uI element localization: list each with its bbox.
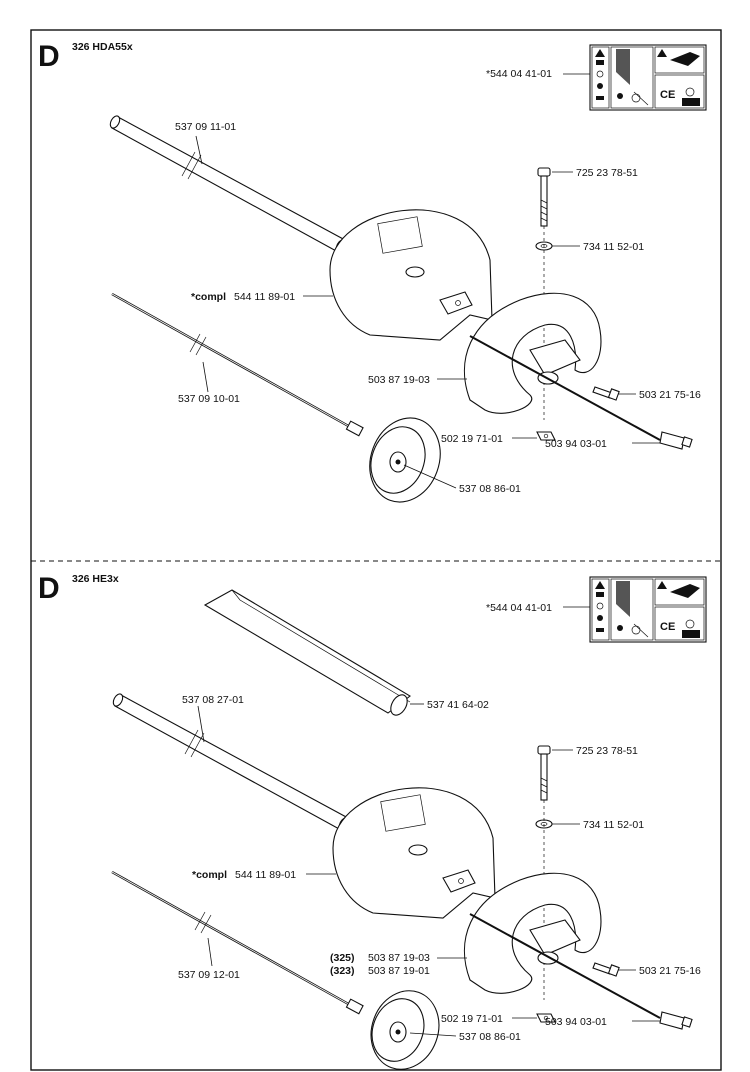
shaft-cover — [203, 589, 411, 716]
section-letter: D — [38, 40, 60, 73]
screw-2 — [592, 962, 620, 977]
label-guard-prefix: *compl — [191, 291, 226, 303]
label-handle-b: 503 87 19-01 — [368, 965, 430, 977]
svg-text:CE: CE — [660, 89, 675, 101]
label-decal-2: *544 04 41-01 — [486, 602, 552, 614]
label-hub: 537 08 86-01 — [459, 483, 521, 495]
label-nut: 502 19 71-01 — [441, 433, 503, 445]
label-shaft-2: 537 09 12-01 — [178, 969, 240, 981]
label-shaft: 537 09 10-01 — [178, 393, 240, 405]
gear-housing — [329, 209, 493, 341]
sheet-border — [30, 29, 722, 1071]
drive-tube-2 — [112, 693, 350, 831]
label-tube: 537 09 11-01 — [175, 121, 236, 133]
section-model: 326 HDA55x — [72, 41, 133, 53]
label-handle-b-prefix: (323) — [330, 965, 355, 977]
label-screw: 503 21 75-16 — [639, 389, 701, 401]
clutch-hub — [369, 417, 441, 503]
label-guard-2: 544 11 89-01 — [235, 869, 296, 881]
bolt — [537, 167, 551, 227]
square-nut — [536, 431, 556, 441]
stop-switch-2 — [659, 1011, 693, 1030]
label-washer-2: 734 11 52-01 — [583, 819, 644, 831]
label-bolt: 725 23 78-51 — [576, 167, 638, 179]
label-hub-2: 537 08 86-01 — [459, 1031, 521, 1043]
bolt-2 — [537, 745, 551, 801]
section-model-2: 326 HE3x — [72, 573, 119, 585]
label-handle: 503 87 19-03 — [368, 374, 430, 386]
section-letter-2: D — [38, 572, 60, 605]
label-handle-a-prefix: (325) — [330, 952, 355, 964]
label-guard-prefix-2: *compl — [192, 869, 227, 881]
label-nut-2: 502 19 71-01 — [441, 1013, 503, 1025]
screw — [592, 386, 620, 401]
label-washer: 734 11 52-01 — [583, 241, 644, 253]
loop-handle — [463, 292, 602, 414]
loop-handle-2 — [463, 872, 602, 994]
section-hda55x: D 326 HDA55x CE *544 04 41-01 — [38, 40, 707, 503]
label-handle-a: 503 87 19-03 — [368, 952, 430, 964]
warning-decal-icon: CE — [589, 44, 707, 111]
clutch-hub-2 — [370, 990, 440, 1070]
label-guard: 544 11 89-01 — [234, 291, 295, 303]
drive-shaft-2 — [111, 870, 661, 1019]
stop-switch — [659, 431, 693, 450]
gear-housing-2 — [332, 787, 496, 919]
label-tube-2: 537 08 27-01 — [182, 694, 244, 706]
svg-text:CE: CE — [660, 621, 675, 633]
warning-decal-icon-2: CE — [589, 576, 707, 643]
label-switch: 503 94 03-01 — [545, 438, 607, 450]
label-bolt-2: 725 23 78-51 — [576, 745, 638, 757]
drive-tube — [109, 115, 347, 253]
square-nut-2 — [536, 1013, 556, 1023]
label-screw-2: 503 21 75-16 — [639, 965, 701, 977]
drive-shaft — [111, 292, 661, 441]
section-he3x: D 326 HE3x CE *544 04 41-01 — [38, 572, 707, 1070]
label-switch-2: 503 94 03-01 — [545, 1016, 607, 1028]
label-decal: *544 04 41-01 — [486, 68, 552, 80]
label-cover: 537 41 64-02 — [427, 699, 489, 711]
